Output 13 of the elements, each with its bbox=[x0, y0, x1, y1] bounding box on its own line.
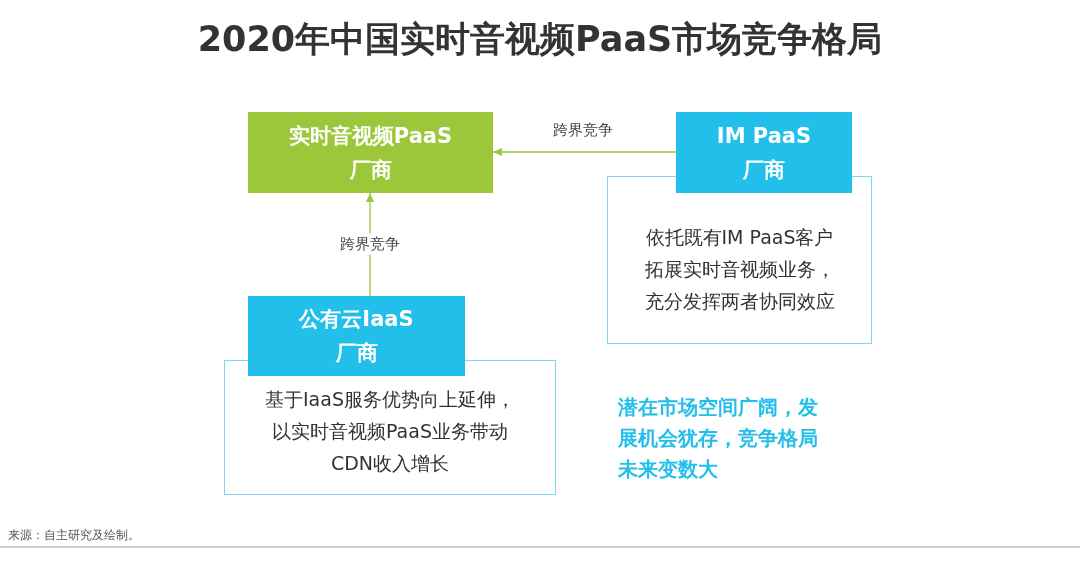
title: 2020年中国实时音视频PaaS市场竞争格局 bbox=[196, 18, 884, 61]
box-text: IM PaaS厂商 bbox=[716, 122, 812, 184]
vendor-box bbox=[676, 112, 852, 193]
vendor-box bbox=[248, 112, 493, 193]
note-text: 潜在市场空间广阔，发展机会犹存，竞争格局未来变数大 bbox=[618, 394, 819, 483]
box-text: 公有云IaaS厂商 bbox=[298, 306, 415, 367]
edge-label: 跨界竞争 bbox=[337, 233, 403, 255]
box-text: 基于IaaS服务优势向上延伸，以实时音视频PaaS业务带动CDN收入增长 bbox=[264, 386, 516, 476]
box-text: 实时音视频PaaS厂商 bbox=[287, 122, 454, 184]
source-note: 来源：自主研究及绘制。 bbox=[8, 527, 140, 544]
vendor-box bbox=[248, 296, 465, 376]
arrow bbox=[492, 148, 677, 156]
box-text: 依托既有IM PaaS客户拓展实时音视频业务，充分发挥两者协同效应 bbox=[643, 225, 836, 314]
